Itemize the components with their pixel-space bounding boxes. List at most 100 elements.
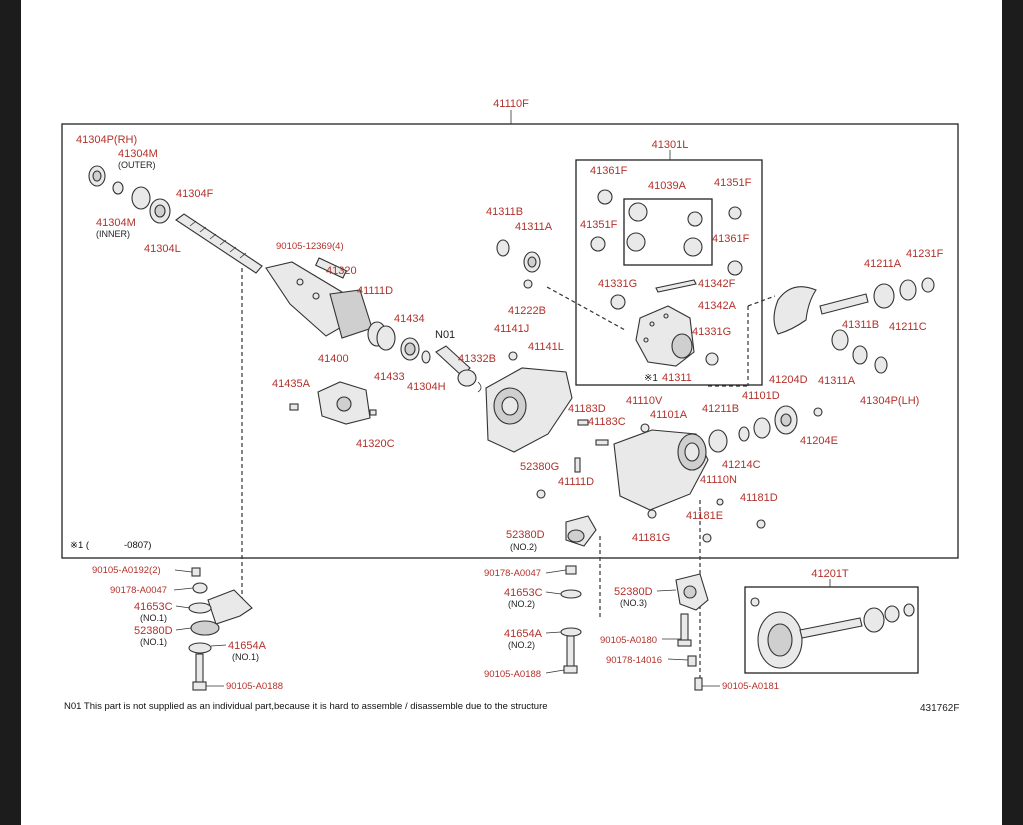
ring-gear-kit-parts: [750, 597, 915, 669]
label-90178-a0047-l: 90178-A0047: [110, 585, 167, 596]
label-41311-mark: ※1: [644, 373, 658, 384]
label-41304m-outer-sub: (OUTER): [118, 160, 156, 170]
ref-code: 431762F: [920, 703, 959, 714]
label-52380d-no2-sub: (NO.2): [510, 542, 537, 552]
label-41304f: 41304F: [176, 188, 214, 200]
label-41183c: 41183C: [588, 416, 626, 428]
differential-case: [635, 305, 695, 367]
label-52380d-no1: 52380D: [134, 625, 173, 637]
right-mount-hardware: [675, 573, 709, 691]
parts-diagram: 41110F 41304P(RH) 41304M (OUTER) 41304F …: [61, 98, 959, 714]
left-mount-hardware: [188, 567, 253, 691]
label-41653c-no2-sub: (NO.2): [508, 599, 535, 609]
left-frame-border: [0, 0, 21, 825]
actuator-group: [289, 381, 377, 425]
label-52380d-no1-sub: (NO.1): [140, 637, 167, 647]
label-41231f: 41231F: [906, 248, 944, 260]
label-41311: 41311: [662, 372, 692, 384]
label-41204e: 41204E: [800, 435, 838, 447]
label-41181g: 41181G: [632, 532, 670, 544]
label-90105-12369: 90105-12369(4): [276, 241, 344, 252]
label-41433: 41433: [374, 371, 405, 383]
label-41654a-no2-sub: (NO.2): [508, 640, 535, 650]
label-41331g-a: 41331G: [598, 278, 637, 290]
label-41214c: 41214C: [722, 459, 761, 471]
label-41653c-no2: 41653C: [504, 587, 543, 599]
label-41320c: 41320C: [356, 438, 395, 450]
leader-dashed-diff: [546, 286, 626, 331]
inner-bearing-group: [367, 321, 482, 393]
ring-and-pinion: [773, 277, 935, 335]
axle-seal-group: [88, 165, 171, 224]
label-41304m-inner-sub: (INNER): [96, 229, 130, 239]
label-41301l: 41301L: [652, 139, 689, 151]
side-bearings: [496, 239, 888, 374]
front-mount-no2: [565, 515, 597, 547]
label-41361f-b: 41361F: [712, 233, 750, 245]
label-90178-14016: 90178-14016: [606, 655, 662, 666]
label-52380g: 52380G: [520, 461, 559, 473]
label-41311a-b: 41311A: [818, 375, 856, 387]
label-41653c-no1-sub: (NO.1): [140, 613, 167, 623]
label-41311b-b: 41311B: [842, 319, 879, 331]
label-41111d-a: 41111D: [357, 285, 393, 297]
label-41304m-inner: 41304M: [96, 217, 136, 229]
label-41320: 41320: [326, 265, 357, 277]
label-41304p-rh: 41304P(RH): [76, 134, 137, 146]
label-90105-a0181: 90105-A0181: [722, 681, 779, 692]
spider-gears: [590, 189, 743, 366]
pinion-gear-box: [623, 198, 713, 266]
label-41110v: 41110V: [626, 395, 663, 407]
label-41361f-a: 41361F: [590, 165, 628, 177]
label-90105-a0180: 90105-A0180: [600, 635, 657, 646]
label-41400: 41400: [318, 353, 349, 365]
label-41039a: 41039A: [648, 180, 687, 192]
label-41111d-b: 41111D: [558, 476, 594, 488]
range-note-code: -0807): [124, 540, 151, 551]
label-41342f: 41342F: [698, 278, 736, 290]
label-41304p-lh: 41304P(LH): [860, 395, 919, 407]
label-41110n: 41110N: [700, 474, 737, 486]
label-41181e: 41181E: [686, 510, 723, 522]
label-52380d-no3-sub: (NO.3): [620, 598, 647, 608]
label-90105-a0192: 90105-A0192(2): [92, 565, 161, 576]
label-41110f: 41110F: [493, 98, 529, 110]
label-41351f-a: 41351F: [714, 177, 752, 189]
footnote: N01 This part is not supplied as an indi…: [64, 701, 548, 712]
label-41654a-no1-sub: (NO.1): [232, 652, 259, 662]
diagram-sheet: 41110F 41304P(RH) 41304M (OUTER) 41304F …: [21, 0, 1002, 825]
label-41653c-no1: 41653C: [134, 601, 173, 613]
label-41204d: 41204D: [769, 374, 808, 386]
label-41201t: 41201T: [811, 568, 849, 580]
label-90105-a0188-m: 90105-A0188: [484, 669, 541, 680]
mid-mount-hardware: [560, 565, 582, 674]
axle-shaft: [175, 213, 263, 274]
label-41211a: 41211A: [864, 258, 902, 270]
label-41311a-a: 41311A: [515, 221, 553, 233]
label-41311b-a: 41311B: [486, 206, 523, 218]
assembly-box: [61, 123, 959, 559]
label-41351f-b: 41351F: [580, 219, 618, 231]
label-41211c: 41211C: [889, 321, 927, 333]
label-41141l: 41141L: [528, 341, 564, 353]
label-41101d: 41101D: [742, 390, 780, 402]
label-41181d: 41181D: [740, 492, 778, 504]
leader-dashed-ring: [747, 295, 776, 307]
pinion-side-parts: [536, 405, 823, 543]
label-41222b: 41222B: [508, 305, 546, 317]
label-41435a: 41435A: [272, 378, 311, 390]
label-41342a: 41342A: [698, 300, 737, 312]
label-52380d-no3: 52380D: [614, 586, 653, 598]
differential-box: [575, 159, 763, 386]
label-41434: 41434: [394, 313, 425, 325]
label-41141j: 41141J: [494, 323, 529, 335]
label-41654a-no2: 41654A: [504, 628, 543, 640]
right-frame-border: [1002, 0, 1023, 825]
range-note: ※1 (: [70, 540, 90, 551]
label-41332b: 41332B: [458, 353, 496, 365]
ring-gear-kit-box: [744, 586, 919, 674]
label-90105-a0188-l: 90105-A0188: [226, 681, 283, 692]
label-n01: N01: [435, 329, 455, 341]
label-41211b: 41211B: [702, 403, 739, 415]
carrier-cover: [485, 367, 573, 453]
